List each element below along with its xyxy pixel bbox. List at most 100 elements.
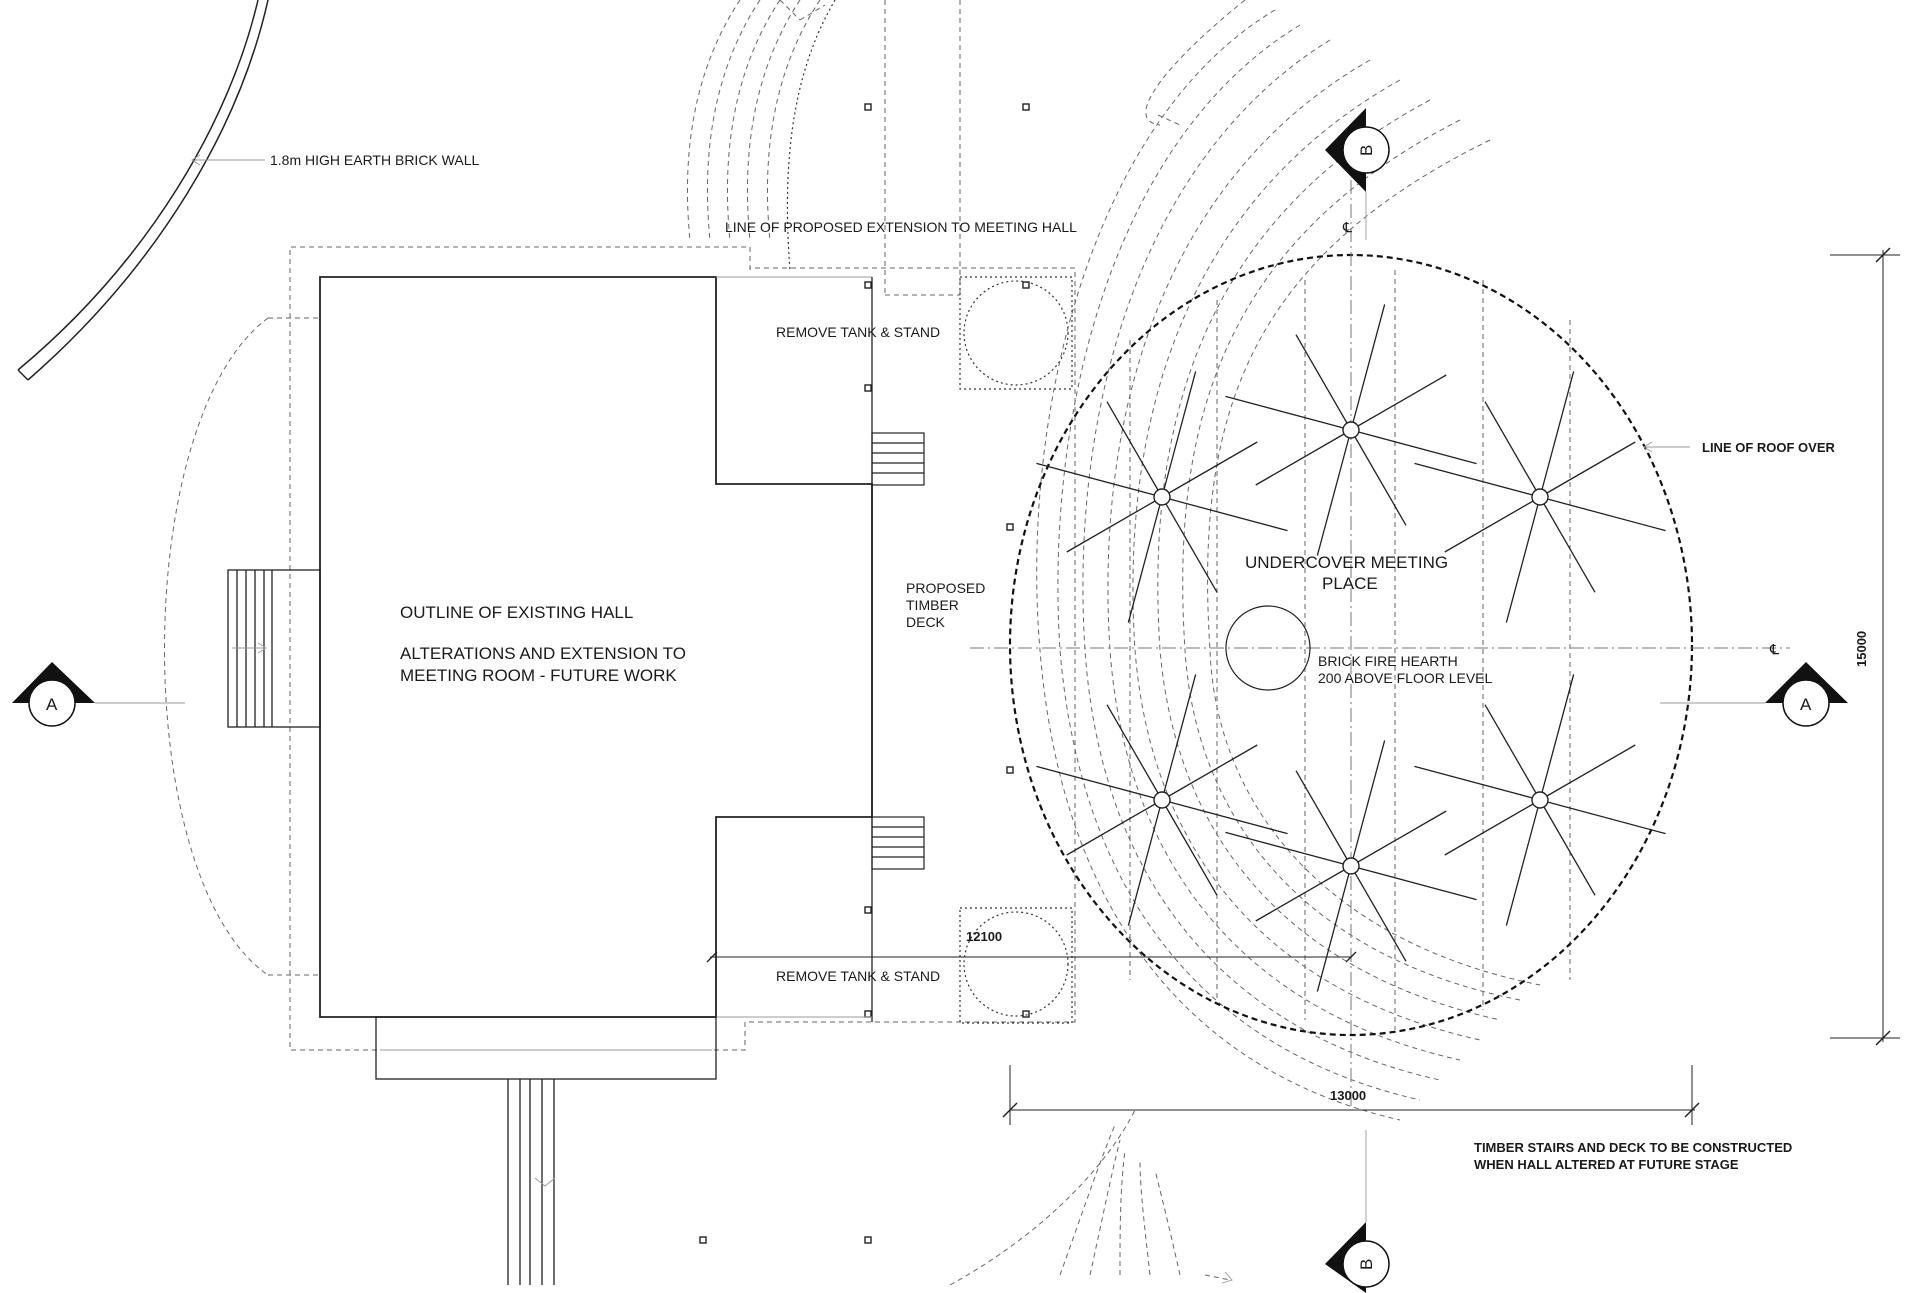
column-strut [1161,799,1288,835]
column-strut [1127,496,1163,623]
column-post [1153,488,1171,506]
column-strut [1414,765,1541,801]
column-strut [1161,799,1218,896]
section-marker-b-bottom: B [1325,1130,1390,1293]
column-strut [1161,371,1197,498]
column-strut [1066,496,1163,553]
column-strut [1350,810,1447,867]
section-b-bottom-label: B [1357,1259,1376,1270]
column-strut [1350,865,1407,962]
column-strut [1161,441,1258,498]
column-strut [1295,770,1352,867]
column-strut [1350,429,1477,465]
section-marker-a-right: A [1660,662,1848,727]
column-post [1342,857,1360,875]
dimension-13000 [1002,1065,1700,1125]
section-marker-a-left: A [12,662,185,727]
proposed-extension-outline [164,246,1076,1051]
column-4 [1225,740,1477,992]
meeting-place-label-1: UNDERCOVER MEETING [1245,553,1448,572]
dimension-15000-label: 15000 [1854,631,1869,667]
meeting-place-label-2: PLACE [1322,574,1378,593]
post-markers [699,103,1030,1244]
structural-columns [1036,304,1666,992]
column-strut [1316,865,1352,992]
dimension-12100 [706,951,1357,963]
hall-alter-label-2: MEETING ROOM - FUTURE WORK [400,666,677,685]
concentric-arcs [949,0,1541,1286]
column-strut [1106,401,1163,498]
column-strut [1295,334,1352,431]
column-strut [1350,304,1386,431]
hearth-label-1: BRICK FIRE HEARTH [1318,653,1458,669]
wall-label: 1.8m HIGH EARTH BRICK WALL [270,152,479,168]
dimension-12100-label: 12100 [966,929,1002,944]
left-stairs [227,569,321,728]
column-strut [1444,799,1541,856]
column-strut [1539,496,1596,593]
column-strut [1161,496,1288,532]
deck-label-1: PROPOSED [906,580,985,596]
column-strut [1161,496,1218,593]
column-3 [1414,674,1666,926]
column-post [1531,791,1549,809]
fire-hearth [1225,605,1311,691]
column-post [1342,421,1360,439]
centerline-right-symbol: ℄ [1769,641,1779,657]
column-strut [1539,371,1575,498]
south-deck [375,1016,717,1285]
path-arcs-top [686,0,836,271]
column-strut [1350,374,1447,431]
column-strut [1127,799,1163,926]
column-strut [1539,799,1596,896]
earth-brick-wall [17,0,269,381]
tank-top [959,276,1073,390]
column-5 [1036,674,1288,926]
column-strut [1036,765,1163,801]
column-strut [1539,674,1575,801]
column-strut [1106,704,1163,801]
roof-leader [1643,441,1690,453]
column-strut [1255,865,1352,922]
column-strut [1444,496,1541,553]
pavilion-grid [1129,270,1571,1030]
column-1 [1225,304,1477,556]
column-strut [1505,799,1541,926]
column-strut [1066,799,1163,856]
column-strut [1161,674,1197,801]
column-strut [1414,462,1541,498]
remove-tank-top-label: REMOVE TANK & STAND [776,324,940,340]
timber-note-1: TIMBER STAIRS AND DECK TO BE CONSTRUCTED [1474,1140,1792,1155]
section-marker-b-top: B [1325,108,1390,240]
column-strut [1350,740,1386,867]
hall-outline-label: OUTLINE OF EXISTING HALL [400,603,633,622]
extension-line-label: LINE OF PROPOSED EXTENSION TO MEETING HA… [725,219,1077,235]
stair-arrow [534,1177,556,1187]
column-strut [1316,429,1352,556]
column-strut [1225,395,1352,431]
column-strut [1484,401,1541,498]
roof-line-label: LINE OF ROOF OVER [1702,440,1836,455]
column-2 [1414,371,1666,623]
east-stairs-top [871,432,925,486]
centerlines [970,180,1790,1110]
column-strut [1505,496,1541,623]
column-strut [1225,831,1352,867]
hall-alter-label-1: ALTERATIONS AND EXTENSION TO [400,644,686,663]
column-strut [1539,744,1636,801]
column-strut [1350,865,1477,901]
column-post [1153,791,1171,809]
remove-tank-bottom-label: REMOVE TANK & STAND [776,968,940,984]
column-strut [1350,429,1407,526]
extension-dashed-guides [884,0,961,296]
column-strut [1539,496,1666,532]
column-strut [1539,441,1636,498]
section-b-top-label: B [1357,145,1376,156]
dimension-15000 [1830,247,1900,1046]
column-6 [1036,371,1288,623]
east-stairs-bottom [871,816,925,870]
section-a-left-label: A [46,695,58,714]
column-strut [1255,429,1352,486]
timber-note-2: WHEN HALL ALTERED AT FUTURE STAGE [1474,1157,1739,1172]
